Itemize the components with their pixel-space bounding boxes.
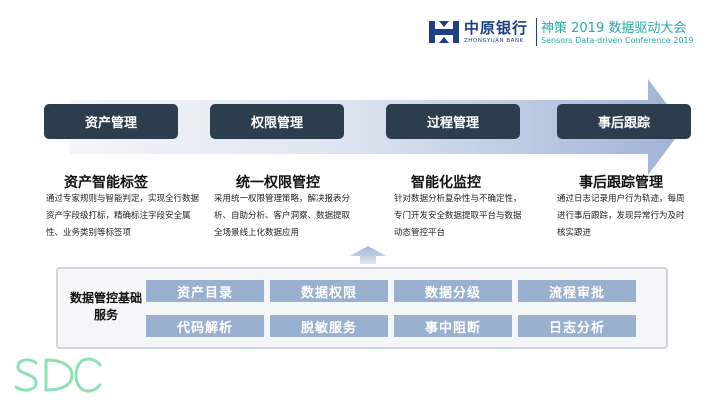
up-arrow-icon [350, 246, 386, 264]
logo-name-cn: 中原银行 [464, 18, 529, 37]
foundation-label: 数据管控基础服务 [70, 291, 143, 322]
service-log-analysis: 日志分析 [518, 315, 636, 337]
service-data-masking: 脱敏服务 [270, 315, 388, 337]
stage-desc-tracking: 通过日志记录用户行为轨迹，每周进行事后跟踪，发现异常行为及时核实跟进 [557, 194, 685, 238]
stage-permission-management: 权限管理 [210, 104, 344, 139]
service-approval-flow: 流程审批 [518, 280, 636, 302]
service-asset-catalog: 资产目录 [146, 280, 264, 302]
conference-title: 神策 2019 数据驱动大会 [541, 21, 687, 36]
header-divider [536, 18, 537, 46]
service-in-process-blocking: 事中阻断 [394, 315, 512, 337]
stage-desc-permission: 采用统一权限管理策略，解决报表分析、自助分析、客户洞察、数据提取全场景线上化数据… [214, 194, 351, 238]
stage-desc-asset: 通过专家规则与智能判定，实现全行数据资产字段级打标，精确标注字段安全属性、业务类… [46, 194, 200, 238]
stage-title-asset: 资产智能标签 [64, 175, 148, 191]
service-data-permission: 数据权限 [270, 280, 388, 302]
logo-name-en: ZHONGYUAN BANK [464, 37, 524, 44]
process-flow-arrow [70, 79, 684, 175]
zhongyuan-logo-icon [429, 21, 459, 43]
stage-asset-management: 资产管理 [44, 104, 178, 139]
stage-title-permission: 统一权限管控 [236, 175, 320, 191]
stage-desc-process: 针对数据分析复杂性与不确定性，专门开发安全数据提取平台与数据动态管控平台 [394, 194, 522, 238]
stage-process-management: 过程管理 [386, 104, 520, 139]
service-code-parsing: 代码解析 [146, 315, 264, 337]
service-data-classification: 数据分级 [394, 280, 512, 302]
bank-logo: 中原银行 ZHONGYUAN BANK [427, 17, 528, 47]
stage-title-tracking: 事后跟踪管理 [579, 175, 663, 191]
sdc-watermark-logo [14, 357, 102, 393]
stage-post-tracking: 事后跟踪 [557, 104, 691, 139]
stage-title-process: 智能化监控 [411, 175, 481, 191]
conference-subtitle: Sensors Data-driven Conference 2019 [541, 36, 694, 45]
